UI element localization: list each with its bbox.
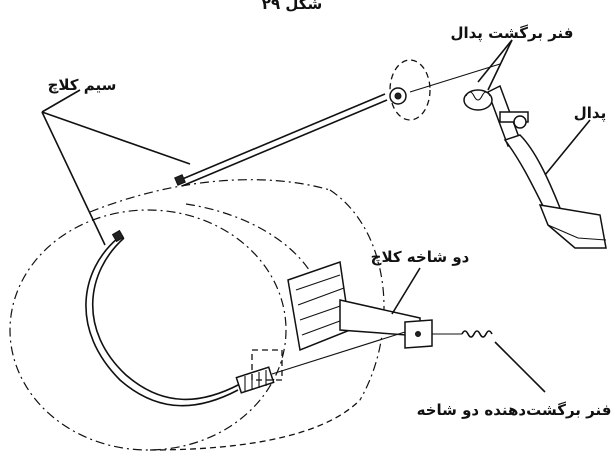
- adjuster-body: [235, 366, 275, 394]
- cable-lower-run-a: [85, 237, 239, 407]
- inner-cable-to-pedal: [409, 63, 501, 93]
- clutch-cable: [85, 93, 388, 407]
- fork-return-spring-coil: [461, 330, 493, 338]
- pedal-pad: [538, 204, 607, 249]
- fork-boot-ribs: [295, 274, 349, 336]
- cable-ferrule-mid: [111, 229, 125, 243]
- clutch-fork-assembly: [287, 260, 493, 352]
- pedal-pad-edge: [547, 224, 607, 241]
- adjuster-bracket: [251, 349, 283, 381]
- housing-rear-edge: [329, 189, 385, 401]
- leader-lines: [41, 39, 591, 393]
- leader-pedal-spring-a: [477, 39, 513, 83]
- housing-bottom-edge: [149, 399, 361, 451]
- inner-cable-to-fork: [271, 331, 406, 375]
- cable-ferrule-top: [174, 174, 186, 186]
- spring-wind: [465, 91, 491, 101]
- grommet-outline: [389, 59, 431, 121]
- pedal-assembly: [463, 84, 607, 249]
- label-fork-return-spring: فنر برگشت‌دهنده دو شاخه: [417, 401, 612, 419]
- leader-pedal-spring-b: [487, 39, 513, 91]
- housing-top-edge: [89, 179, 331, 213]
- cable-upper-run-a: [179, 93, 386, 181]
- firewall-grommet: [389, 59, 501, 121]
- cable-upper-run-b: [181, 99, 388, 187]
- pedal-lever: [503, 134, 562, 211]
- label-clutch-fork: دو شاخه کلاچ: [371, 248, 470, 266]
- leader-cable-1: [41, 89, 81, 113]
- cable-lower-run-b: [91, 237, 241, 401]
- leader-cable-3: [41, 111, 191, 165]
- figure-caption: شکل ۲۹: [262, 0, 322, 13]
- label-pedal-return-spring: فنر برگشت پدال: [450, 24, 573, 43]
- cable-adjuster: [235, 331, 406, 394]
- label-clutch-cable: سیم کلاچ: [48, 76, 117, 94]
- adjuster-threads: [244, 370, 267, 392]
- pedal-pivot-nut: [513, 115, 527, 129]
- fork-tip-hole: [415, 331, 421, 337]
- leader-fork-spring: [494, 341, 546, 393]
- housing-front-ellipse: [9, 209, 287, 451]
- leader-cable-2: [41, 111, 106, 246]
- label-pedal: پدال: [574, 104, 606, 123]
- leader-fork: [391, 267, 421, 315]
- grommet-center: [394, 92, 402, 100]
- leader-pedal: [544, 119, 591, 176]
